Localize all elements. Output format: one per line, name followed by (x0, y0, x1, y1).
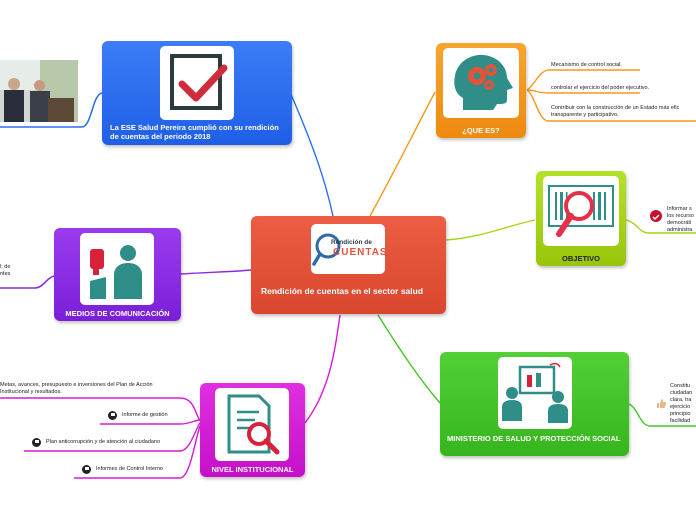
branch-medios-label: MEDIOS DE COMUNICACIÓN (65, 309, 170, 318)
magnifier-barcode-icon (543, 176, 619, 246)
flag-icon (82, 465, 91, 474)
nivel-item-4: Informes de Control Interno (96, 466, 163, 472)
que-es-item-1: Mecanismo de control social. (551, 62, 622, 68)
nivel-item-1a: Metas, avances, presupuesto e inversione… (0, 382, 153, 388)
que-es-item-3b: transparente y participativo. (551, 112, 619, 118)
branch-ese-label: La ESE Salud Pereira cumplió con su rend… (110, 123, 279, 141)
flag-icon (108, 411, 117, 420)
objetivo-item-3: democráti (667, 220, 692, 226)
nivel-item-2: Informe de gestión (122, 412, 168, 418)
central-title: Rendición de cuentas en el sector salud (261, 286, 424, 296)
head-gears-icon (443, 48, 519, 118)
branch-objetivo[interactable]: OBJETIVO (536, 171, 626, 266)
objetivo-item-4: administra (667, 227, 693, 233)
flag-icon (32, 438, 41, 447)
ministerio-item-4: ejercicio (670, 404, 691, 410)
meeting-screen-icon (498, 357, 572, 429)
ministerio-item-3: clara, tra (670, 397, 692, 403)
checkbox-icon (160, 46, 234, 120)
branch-nivel[interactable]: NIVEL INSTITUCIONAL (200, 383, 305, 477)
ministerio-item-5: principio (670, 411, 691, 417)
central-topic[interactable]: Rendición de CUENTAS Rendición de cuenta… (251, 216, 446, 314)
branch-que-es[interactable]: ¿QUE ES? (436, 43, 526, 138)
check-badge-icon (650, 210, 662, 222)
branch-medios[interactable]: MEDIOS DE COMUNICACIÓN (54, 228, 181, 321)
objetivo-item-2: los recurso (667, 213, 694, 219)
medios-item-1: l; de (0, 264, 11, 270)
thumbs-up-icon (655, 396, 667, 408)
nivel-item-1b: Institucional y resultados. (0, 389, 62, 395)
document-search-icon (215, 388, 289, 461)
rendicion-logo: Rendición de CUENTAS (311, 224, 385, 274)
logo-line-1: Rendición de (331, 239, 372, 246)
branch-objetivo-label: OBJETIVO (562, 254, 600, 263)
branch-nivel-label: NIVEL INSTITUCIONAL (211, 465, 294, 474)
ministerio-item-1: Constitu (670, 383, 691, 389)
branch-que-es-label: ¿QUE ES? (462, 126, 500, 135)
medios-item-2: ntes (0, 271, 11, 277)
objetivo-item-1: Informar s (667, 206, 692, 212)
ministerio-item-2: ciudadan (670, 390, 693, 396)
nivel-item-3: Plan anticorrupción y de atención al ciu… (46, 439, 161, 445)
que-es-item-2: controlar el ejercicio del poder ejecuti… (551, 85, 650, 91)
branch-ministerio[interactable]: MINISTERIO DE SALUD Y PROTECCIÓN SOCIAL (440, 352, 629, 456)
ministerio-item-6: facilidad (670, 418, 691, 424)
event-photo (0, 60, 78, 122)
que-es-item-3a: Contribuir con la construcción de un Est… (551, 105, 680, 111)
logo-line-2: CUENTAS (333, 247, 385, 258)
branch-ministerio-label: MINISTERIO DE SALUD Y PROTECCIÓN SOCIAL (447, 434, 621, 443)
people-icon (80, 233, 154, 305)
branch-ese[interactable]: La ESE Salud Pereira cumplió con su rend… (102, 41, 292, 145)
